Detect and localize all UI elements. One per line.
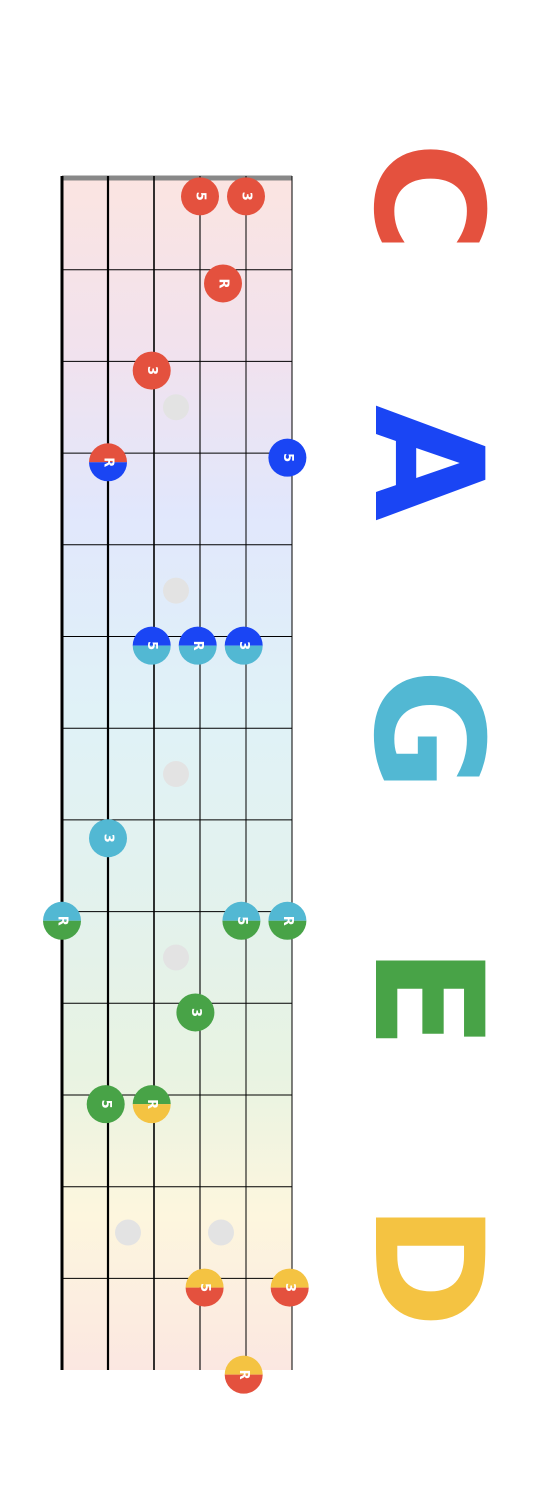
note-marker: 5 [222,901,261,940]
note-label: R [144,1099,159,1109]
note-marker: R [132,1085,171,1124]
note-marker: R [204,264,242,303]
note-dot-bottom-half [268,920,307,940]
note-dot [227,177,265,216]
caged-letter-a: A [340,405,514,521]
note-dot-bottom-half [132,645,171,665]
note-marker: 3 [270,1268,309,1307]
note-marker: R [224,1355,263,1394]
note-dot-bottom-half [89,462,127,482]
inlay-dot [163,761,189,788]
note-marker: R [178,626,217,665]
note-label: 5 [197,1283,212,1292]
note-marker: R [43,901,81,940]
note-label: R [280,916,295,926]
note-label: 5 [144,641,159,650]
caged-letter-e: E [340,947,514,1049]
inlay-dot [163,394,189,421]
note-label: 5 [98,1100,113,1109]
note-dot-bottom-half [43,920,81,940]
note-marker: 3 [132,351,171,390]
note-dot-bottom-half [185,1287,224,1307]
note-dot-bottom-half [224,1374,263,1394]
note-dot-bottom-half [178,645,217,665]
note-dot-top-half [132,1085,171,1105]
note-dot-top-half [185,1268,224,1288]
note-dot-top-half [89,443,127,463]
note-dot-top-half [178,626,217,646]
note-marker: 3 [176,993,215,1032]
note-dot-top-half [132,626,171,646]
note-marker: 5 [185,1268,224,1307]
note-dot [268,438,307,477]
note-label: R [190,641,205,651]
note-dot-top-half [270,1268,309,1288]
inlay-dot [163,577,189,604]
note-dot-bottom-half [224,645,263,665]
inlays-group [115,394,234,1246]
note-dot [89,819,127,858]
inlay-dot [163,944,189,971]
note-dot-bottom-half [132,1104,171,1124]
note-marker: R [268,901,307,940]
note-marker: 5 [86,1085,125,1124]
note-label: R [101,457,116,467]
note-label: 5 [280,453,295,462]
note-dot [176,993,215,1032]
note-label: 5 [234,916,249,925]
note-marker: 5 [181,177,219,216]
note-marker: R [89,443,127,482]
note-label: 3 [144,366,159,375]
note-dot-top-half [222,901,261,921]
note-label: R [216,278,231,288]
note-label: R [55,916,70,926]
inlay-dot [208,1219,234,1246]
note-marker: 5 [268,438,307,477]
note-dot-bottom-half [222,920,261,940]
note-dot-top-half [224,1355,263,1375]
note-label: 3 [239,192,254,201]
note-dot-top-half [224,626,263,646]
inlay-dot [115,1219,141,1246]
note-marker: 3 [224,626,263,665]
note-dot [204,264,242,303]
note-dot [86,1085,125,1124]
note-label: 3 [101,834,116,843]
note-label: 5 [193,192,208,201]
note-marker: 3 [89,819,127,858]
note-dot-top-half [268,901,307,921]
note-dot-top-half [43,901,81,921]
note-label: 3 [188,1008,203,1017]
note-dot [132,351,171,390]
caged-letter-d: D [340,1204,514,1329]
caged-letters-group: C A G E D [340,142,514,1328]
note-label: R [236,1370,251,1380]
caged-letter-g: G [340,668,514,791]
note-label: 3 [282,1283,297,1292]
note-label: 3 [236,641,251,650]
caged-letter-c: C [340,142,514,252]
note-dot [181,177,219,216]
note-marker: 3 [227,177,265,216]
note-marker: 5 [132,626,171,665]
note-dot-bottom-half [270,1287,309,1307]
